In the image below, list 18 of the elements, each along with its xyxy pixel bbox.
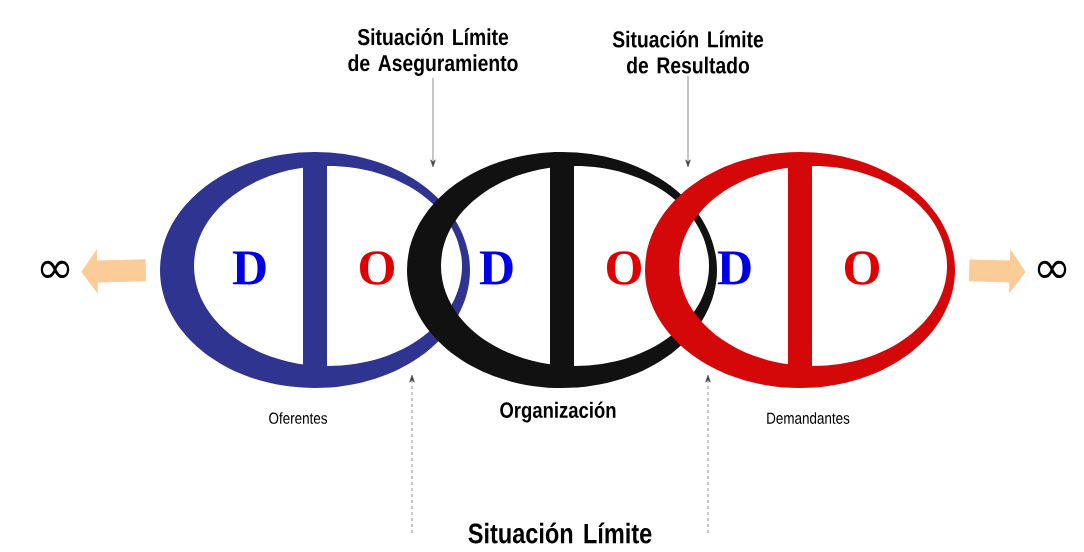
node-label: D [232,251,266,285]
ring-caption: Organización [500,401,616,423]
dashed-arrow [705,374,711,534]
dashed-arrow [409,374,415,534]
situation-label: Situación Límite de Aseguramiento [348,28,518,76]
infinity-sign: ∞ [1037,260,1067,279]
situation-label: Situación Límite de Resultado [612,30,764,74]
leader-arrow [430,77,436,168]
node-label: O [607,251,642,285]
leader-arrow [685,75,691,168]
node-label: D [717,251,751,285]
node-label: D [479,251,513,285]
situation-label: Situación Límite [468,522,652,544]
node-label: O [845,251,880,285]
ring-caption: Oferentes [269,412,328,424]
infinity-sign: ∞ [40,260,70,279]
node-label: O [360,251,395,285]
ring-caption: Demandantes [767,412,850,424]
